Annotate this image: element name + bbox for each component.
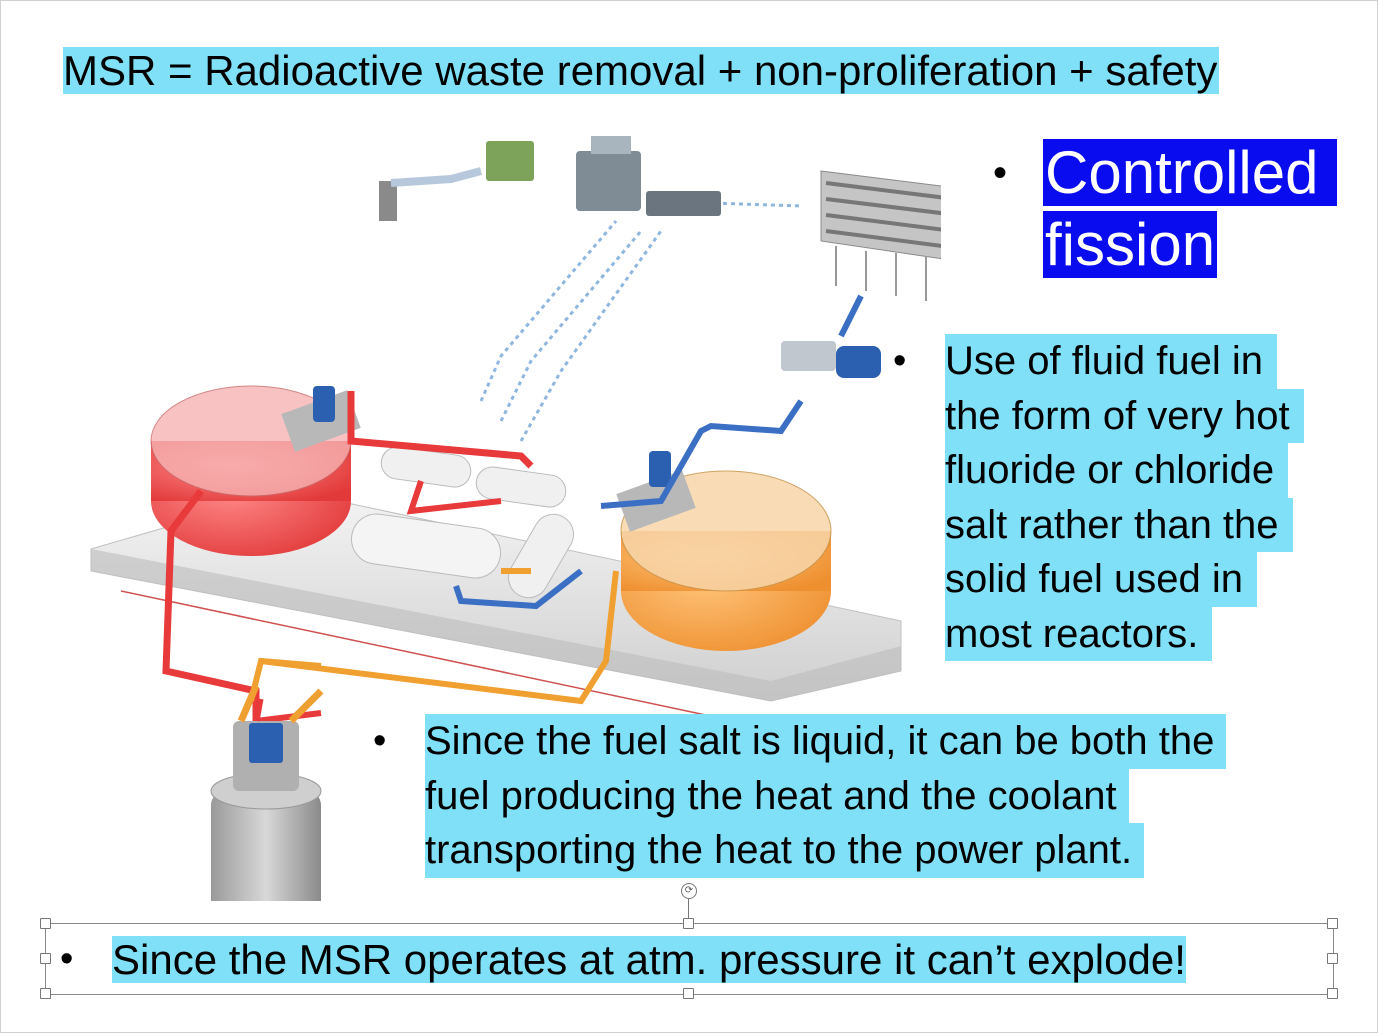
turbine [576,151,641,211]
hot-salt-loop [347,391,534,469]
generator [486,141,534,181]
bullet-glyph: • [60,938,74,980]
condenser-array [820,170,941,301]
rotate-handle-stem [688,898,689,918]
slide-title-text: MSR = Radioactive waste removal + non-pr… [63,47,1220,94]
liquid-salt-line: transporting the heat to the power plant… [425,823,1145,878]
atm-pressure-text: Since the MSR operates at atm. pressure … [112,936,1186,983]
bullet-glyph: • [893,340,907,382]
controlled-fission-word: Controlled [1043,139,1337,206]
controlled-fission-word: fission [1043,211,1218,278]
fluid-fuel-line: solid fuel used in [945,552,1257,607]
slide-title[interactable]: MSR = Radioactive waste removal + non-pr… [63,45,1323,97]
bullet-glyph: • [993,151,1008,195]
liquid-salt-line: Since the fuel salt is liquid, it can be… [425,714,1227,769]
bullet-liquid-salt[interactable]: • Since the fuel salt is liquid, it can … [373,714,1365,878]
reactor-vessel [210,684,324,901]
fluid-fuel-line: most reactors. [945,606,1213,661]
pump [781,341,836,371]
resize-handle-right[interactable] [1327,953,1338,964]
secondary-loop [248,570,619,705]
selected-textbox[interactable]: • Since the MSR operates at atm. pressur… [45,923,1334,995]
resize-handle-top[interactable] [683,918,694,929]
resize-handle-left[interactable] [40,953,51,964]
cold-salt-loop [600,399,804,509]
steam-lines [479,199,802,442]
resize-handle-top-left[interactable] [40,918,51,929]
resize-handle-top-right[interactable] [1327,918,1338,929]
bullet-glyph: • [373,720,387,762]
liquid-salt-line: fuel producing the heat and the coolant [425,768,1129,823]
bullet-fluid-fuel[interactable]: • Use of fluid fuel in the form of very … [893,334,1365,661]
fluid-fuel-line: the form of very hot [945,388,1304,443]
fluid-fuel-line: fluoride or chloride [945,443,1289,498]
fluid-fuel-line: Use of fluid fuel in [945,334,1277,389]
fluid-fuel-line: salt rather than the [945,497,1293,552]
msr-plant-diagram [90,136,941,901]
resize-handle-bottom[interactable] [683,988,694,999]
resize-handle-bottom-right[interactable] [1327,988,1338,999]
resize-handle-bottom-left[interactable] [40,988,51,999]
rotate-handle-icon[interactable]: ⟳ [681,883,697,899]
